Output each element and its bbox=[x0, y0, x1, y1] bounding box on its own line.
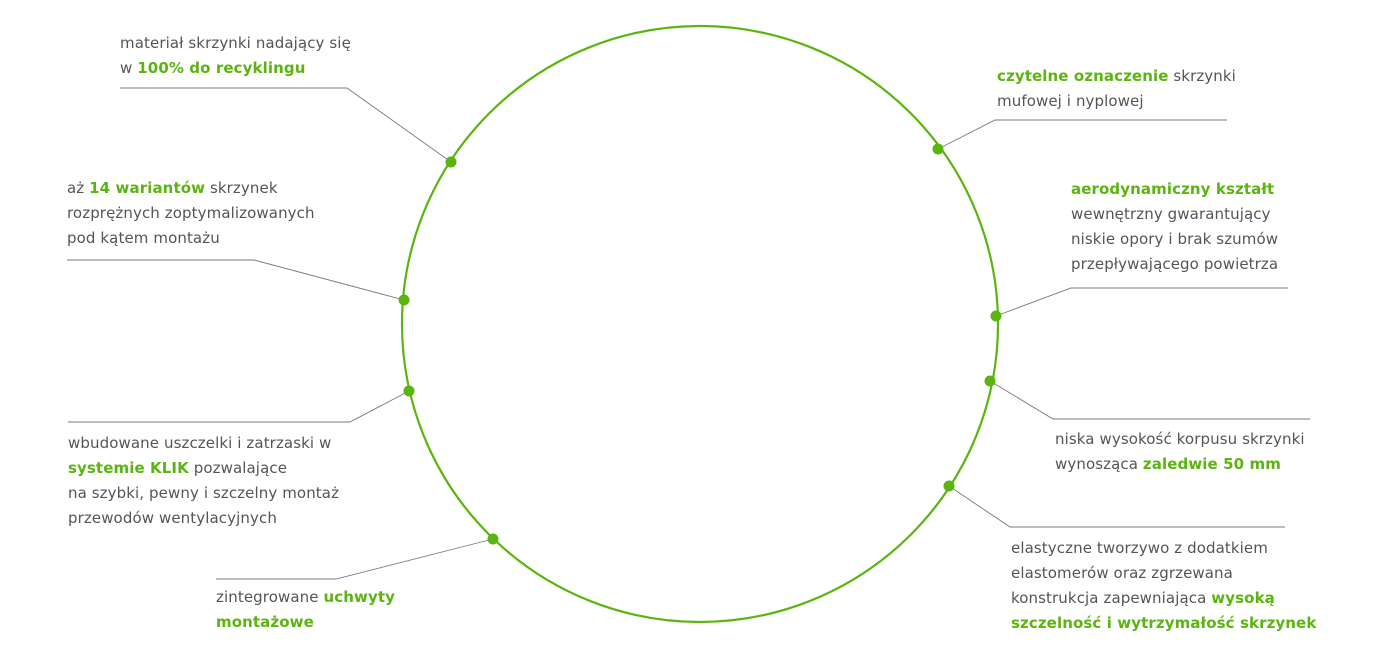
body-text: materiał skrzynki nadający się bbox=[120, 34, 351, 52]
callout-line: materiał skrzynki nadający się bbox=[120, 31, 351, 56]
body-text: elastyczne tworzywo z dodatkiem bbox=[1011, 539, 1268, 557]
callout-line: wynosząca zaledwie 50 mm bbox=[1055, 452, 1305, 477]
callout-line: elastyczne tworzywo z dodatkiem bbox=[1011, 536, 1316, 561]
callout-handles: zintegrowane uchwyty montażowe bbox=[216, 585, 395, 635]
callout-line: rozprężnych zoptymalizowanych bbox=[67, 201, 315, 226]
highlight-text: aerodynamiczny kształt bbox=[1071, 180, 1275, 198]
body-text: w bbox=[120, 59, 138, 77]
body-text: pozwalające bbox=[188, 459, 288, 477]
callout-line: niska wysokość korpusu skrzynki bbox=[1055, 427, 1305, 452]
anchor-dot-handles bbox=[487, 533, 499, 545]
connector-handles bbox=[216, 538, 494, 580]
callout-klik-system: wbudowane uszczelki i zatrzaski w systemi… bbox=[68, 431, 339, 531]
highlight-text: montażowe bbox=[216, 613, 314, 631]
anchor-dot-recycling bbox=[445, 156, 457, 168]
callout-line: czytelne oznaczenie skrzynki bbox=[997, 64, 1236, 89]
callout-recycling: materiał skrzynki nadający się w 100% do … bbox=[120, 31, 351, 81]
callout-line: szczelność i wytrzymałość skrzynek bbox=[1011, 611, 1316, 636]
body-text: elastomerów oraz zgrzewana bbox=[1011, 564, 1233, 582]
connector-elastic-material bbox=[948, 485, 1285, 528]
connector-low-height bbox=[989, 380, 1310, 420]
callout-low-height: niska wysokość korpusu skrzynki wynosząca… bbox=[1055, 427, 1305, 477]
body-text: skrzynki bbox=[1168, 67, 1236, 85]
anchor-dot-labeling bbox=[932, 143, 944, 155]
callout-line: aerodynamiczny kształt bbox=[1071, 177, 1278, 202]
callout-line: konstrukcja zapewniająca wysoką bbox=[1011, 586, 1316, 611]
body-text: mufowej i nyplowej bbox=[997, 92, 1144, 110]
body-text: zintegrowane bbox=[216, 588, 324, 606]
callout-line: w 100% do recyklingu bbox=[120, 56, 351, 81]
anchor-dot-aerodynamic bbox=[990, 310, 1002, 322]
callout-line: mufowej i nyplowej bbox=[997, 89, 1236, 114]
callout-aerodynamic: aerodynamiczny kształt wewnętrzny gwarant… bbox=[1071, 177, 1278, 277]
body-text: wbudowane uszczelki i zatrzaski w bbox=[68, 434, 332, 452]
anchor-dot-elastic-material bbox=[943, 480, 955, 492]
callout-line: systemie KLIK pozwalające bbox=[68, 456, 339, 481]
body-text: wynosząca bbox=[1055, 455, 1143, 473]
connector-recycling bbox=[120, 87, 452, 163]
callout-line: pod kątem montażu bbox=[67, 226, 315, 251]
body-text: konstrukcja zapewniająca bbox=[1011, 589, 1212, 607]
anchor-dot-klik-system bbox=[403, 385, 415, 397]
callout-line: na szybki, pewny i szczelny montaż bbox=[68, 481, 339, 506]
body-text: wewnętrzny gwarantujący bbox=[1071, 205, 1271, 223]
callout-line: elastomerów oraz zgrzewana bbox=[1011, 561, 1316, 586]
body-text: niskie opory i brak szumów bbox=[1071, 230, 1279, 248]
body-text: na szybki, pewny i szczelny montaż bbox=[68, 484, 340, 502]
body-text: aż bbox=[67, 179, 90, 197]
highlight-text: 100% do recyklingu bbox=[137, 59, 306, 77]
body-text: przewodów wentylacyjnych bbox=[68, 509, 277, 527]
highlight-text: uchwyty bbox=[323, 588, 396, 606]
highlight-text: 14 wariantów bbox=[89, 179, 206, 197]
callout-labeling: czytelne oznaczenie skrzynki mufowej i ny… bbox=[997, 64, 1236, 114]
connector-klik-system bbox=[68, 390, 410, 423]
highlight-text: zaledwie 50 mm bbox=[1142, 455, 1281, 473]
connector-labeling bbox=[937, 119, 1227, 150]
connector-variants bbox=[67, 259, 405, 301]
highlight-text: szczelność i wytrzymałość skrzynek bbox=[1011, 614, 1317, 632]
body-text: pod kątem montażu bbox=[67, 229, 220, 247]
callout-line: wewnętrzny gwarantujący bbox=[1071, 202, 1278, 227]
highlight-text: czytelne oznaczenie bbox=[997, 67, 1169, 85]
product-outline-circle bbox=[400, 24, 1000, 624]
callout-line: przewodów wentylacyjnych bbox=[68, 506, 339, 531]
callout-line: niskie opory i brak szumów bbox=[1071, 227, 1278, 252]
anchor-dot-variants bbox=[398, 294, 410, 306]
highlight-text: systemie KLIK bbox=[68, 459, 189, 477]
callout-line: przepływającego powietrza bbox=[1071, 252, 1278, 277]
callout-variants: aż 14 wariantów skrzynek rozprężnych zopt… bbox=[67, 176, 315, 251]
callout-line: aż 14 wariantów skrzynek bbox=[67, 176, 315, 201]
body-text: skrzynek bbox=[205, 179, 278, 197]
callout-line: zintegrowane uchwyty bbox=[216, 585, 395, 610]
body-text: przepływającego powietrza bbox=[1071, 255, 1279, 273]
connector-aerodynamic bbox=[995, 287, 1288, 317]
callout-line: montażowe bbox=[216, 610, 395, 635]
callout-elastic-material: elastyczne tworzywo z dodatkiem elastomer… bbox=[1011, 536, 1316, 636]
body-text: rozprężnych zoptymalizowanych bbox=[67, 204, 315, 222]
callout-line: wbudowane uszczelki i zatrzaski w bbox=[68, 431, 339, 456]
anchor-dot-low-height bbox=[984, 375, 996, 387]
body-text: niska wysokość korpusu skrzynki bbox=[1055, 430, 1305, 448]
highlight-text: wysoką bbox=[1211, 589, 1275, 607]
